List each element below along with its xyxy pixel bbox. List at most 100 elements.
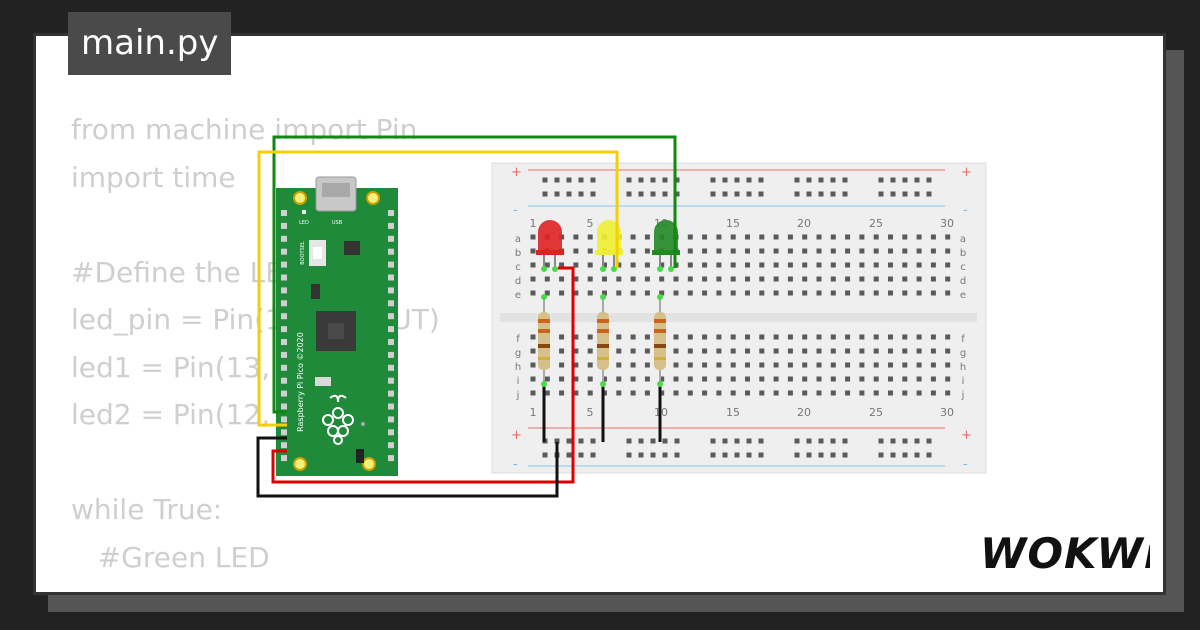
breadboard-hole <box>530 290 536 296</box>
rail-hole <box>902 452 908 458</box>
breadboard-hole <box>673 362 679 368</box>
breadboard-hole <box>673 290 679 296</box>
connection-dot <box>541 266 547 272</box>
breadboard-hole <box>830 334 836 340</box>
breadboard-hole <box>830 290 836 296</box>
connection-dot <box>657 381 663 387</box>
rail-hole <box>746 191 752 197</box>
breadboard-hole <box>916 248 922 254</box>
rail-hole <box>890 191 896 197</box>
col-number-bottom-20: 20 <box>797 406 811 419</box>
breadboard-hole <box>559 376 565 382</box>
breadboard-hole <box>930 248 936 254</box>
connection-dot <box>657 266 663 272</box>
wire-green[interactable] <box>272 135 677 414</box>
resistor-2-body <box>597 312 609 370</box>
file-tab[interactable]: main.py <box>68 12 232 75</box>
breadboard-hole <box>945 234 951 240</box>
rail-hole <box>542 177 548 183</box>
pico-pin <box>388 222 394 229</box>
breadboard-hole <box>930 262 936 268</box>
rail-hole <box>818 177 824 183</box>
breadboard-hole <box>930 276 936 282</box>
breadboard-hole <box>845 276 851 282</box>
connection-dot <box>600 266 606 272</box>
breadboard-hole <box>830 248 836 254</box>
breadboard-hole <box>630 334 636 340</box>
pico-pin <box>388 442 394 449</box>
breadboard-hole <box>916 376 922 382</box>
resistor-2[interactable] <box>597 296 609 384</box>
breadboard-hole <box>816 362 822 368</box>
raspberry-logo-icon <box>322 394 354 445</box>
breadboard-hole <box>687 290 693 296</box>
breadboard-hole <box>716 376 722 382</box>
debug-connector <box>315 377 331 386</box>
rail-hole <box>842 191 848 197</box>
breadboard-hole <box>816 276 822 282</box>
breadboard-hole <box>573 376 579 382</box>
rail-hole <box>878 177 884 183</box>
row-letter-g-left: g <box>515 348 521 359</box>
breadboard-hole <box>702 348 708 354</box>
breadboard-hole <box>916 348 922 354</box>
breadboard-hole <box>802 290 808 296</box>
rail-hole <box>818 452 824 458</box>
code-line: led_pin.on() <box>71 581 440 592</box>
wire-yellow[interactable] <box>257 150 619 427</box>
connection-dot <box>600 381 606 387</box>
led-yellow[interactable] <box>595 220 623 269</box>
rail-hole <box>722 452 728 458</box>
wire-black[interactable] <box>256 436 559 498</box>
led-red-rim <box>536 250 564 255</box>
rail-hole <box>638 191 644 197</box>
row-letter-e-left: e <box>515 290 521 301</box>
breadboard-hole <box>859 234 865 240</box>
breadboard-hole <box>830 348 836 354</box>
connection-dot <box>541 294 547 300</box>
row-letter-h-left: h <box>515 362 521 373</box>
wire-red[interactable] <box>271 266 575 484</box>
connection-dot <box>668 266 674 272</box>
pico-pin <box>281 235 287 242</box>
breadboard-hole <box>745 234 750 240</box>
breadboard-hole <box>630 234 636 240</box>
breadboard-hole <box>773 290 779 296</box>
rail-minus-sign-tr: - <box>963 203 968 218</box>
breadboard-hole <box>730 290 736 296</box>
rail-hole <box>806 452 812 458</box>
breadboard-hole <box>730 362 736 368</box>
led-red[interactable] <box>536 220 564 269</box>
pico-pin <box>388 416 394 423</box>
rail-hole <box>926 452 932 458</box>
resistor-3-band <box>654 329 666 333</box>
breadboard-hole <box>888 362 893 368</box>
rail-hole <box>590 438 596 444</box>
breadboard-hole <box>845 334 851 340</box>
led-green[interactable] <box>652 220 680 269</box>
rail-hole <box>926 191 932 197</box>
rail-hole <box>674 191 680 197</box>
mounting-hole-br <box>362 457 376 471</box>
breadboard-hole <box>716 290 722 296</box>
resistor-3[interactable] <box>654 296 666 384</box>
breadboard-hole <box>759 362 765 368</box>
raspberry-pi-pico[interactable]: LED USB BOOTSEL Raspberry Pi Pico ©2020 <box>276 176 398 476</box>
rail-hole <box>566 177 572 183</box>
led-green-body <box>654 220 678 254</box>
pico-pin <box>388 339 394 345</box>
pico-pin <box>388 326 394 333</box>
rail-hole <box>746 438 752 444</box>
row-letter-b-right: b <box>960 248 966 259</box>
breadboard-hole <box>644 234 650 240</box>
breadboard-hole <box>945 290 951 296</box>
breadboard-hole <box>687 348 693 354</box>
rail-hole <box>650 438 656 444</box>
breadboard-hole <box>530 390 536 396</box>
rail-hole <box>662 452 668 458</box>
breadboard-hole <box>759 234 765 240</box>
resistor-1[interactable] <box>538 296 550 384</box>
breadboard-hole <box>573 334 579 340</box>
pico-pin <box>281 300 287 307</box>
